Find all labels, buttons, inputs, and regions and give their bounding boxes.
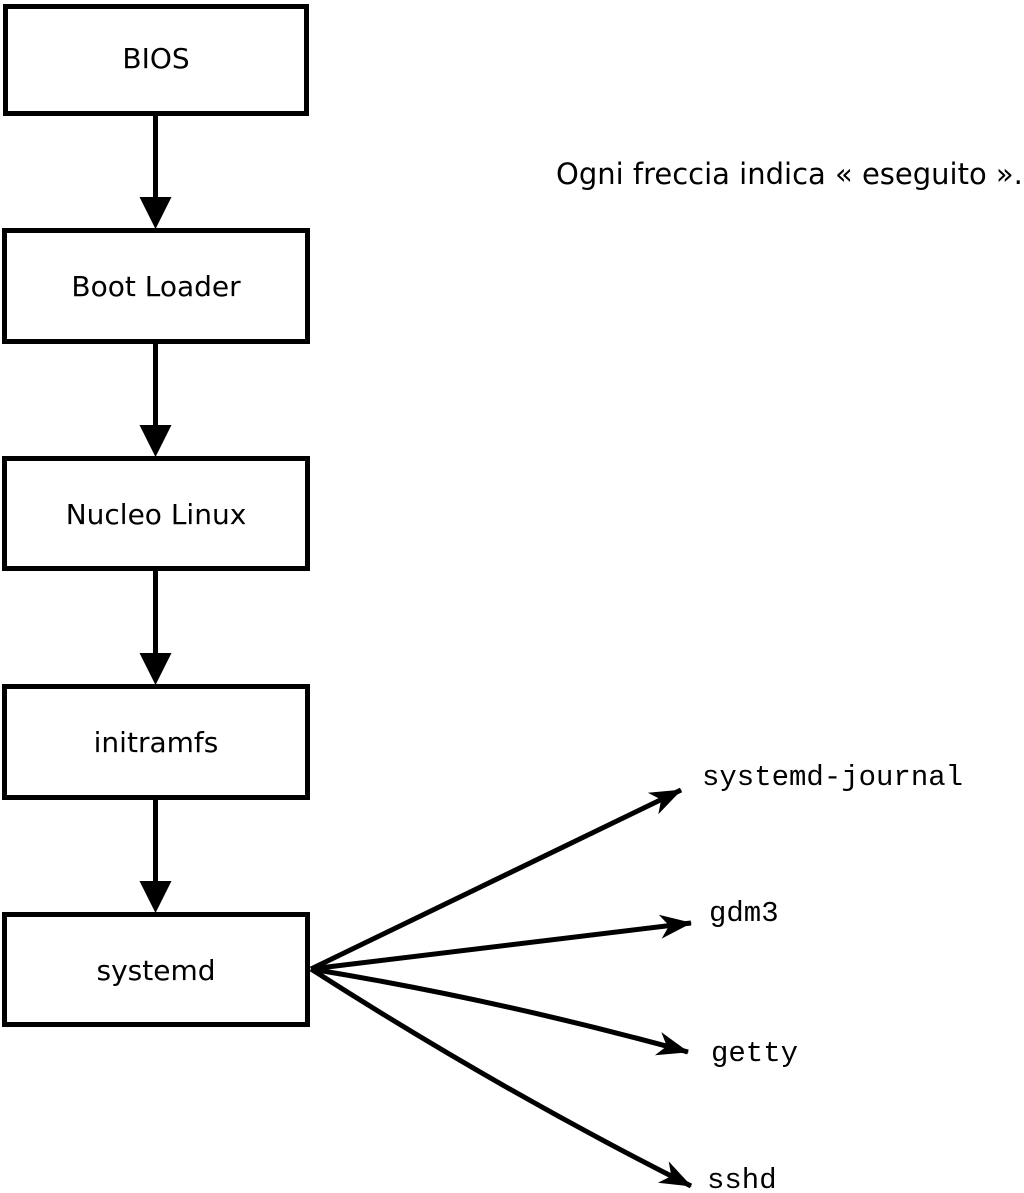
service-label-sshd: sshd bbox=[707, 1164, 777, 1193]
arrow-initramfs-to-systemd bbox=[139, 800, 172, 913]
service-label-getty: getty bbox=[711, 1037, 798, 1070]
arrow-boot-loader-to-nucleo-linux bbox=[139, 344, 172, 457]
service-label-systemd-journal: systemd-journal bbox=[702, 761, 963, 794]
boot-loader-box-label: Boot Loader bbox=[71, 270, 241, 303]
arrow-nucleo-linux-to-initramfs bbox=[139, 571, 172, 685]
initramfs-box-label: initramfs bbox=[94, 726, 219, 759]
flow-box-systemd: systemd bbox=[2, 912, 310, 1027]
systemd-box-label: systemd bbox=[97, 954, 216, 987]
boot-loader-box-rect bbox=[2, 228, 310, 344]
arrow-systemd-to-getty bbox=[310, 966, 689, 1056]
arrow-bios-to-boot-loader bbox=[139, 116, 172, 229]
flow-box-bios: BIOS bbox=[3, 4, 309, 116]
flow-box-boot-loader: Boot Loader bbox=[2, 228, 310, 344]
systemd-box-rect bbox=[2, 912, 310, 1027]
service-label-gdm3: gdm3 bbox=[709, 897, 779, 930]
nucleo-linux-box-label: Nucleo Linux bbox=[66, 498, 247, 531]
bios-box-rect bbox=[3, 4, 309, 116]
bios-box-label: BIOS bbox=[122, 42, 189, 75]
nucleo-linux-box-rect bbox=[2, 456, 310, 571]
initramfs-box-rect bbox=[2, 684, 310, 800]
flow-box-nucleo-linux: Nucleo Linux bbox=[2, 456, 310, 571]
arrow-systemd-to-gdm3 bbox=[310, 914, 692, 972]
arrow-meaning-note: Ogni freccia indica « eseguito ». bbox=[556, 157, 1023, 191]
arrow-systemd-to-sshd bbox=[309, 966, 693, 1189]
arrow-systemd-to-systemd-journal bbox=[309, 787, 683, 972]
flow-box-initramfs: initramfs bbox=[2, 684, 310, 800]
